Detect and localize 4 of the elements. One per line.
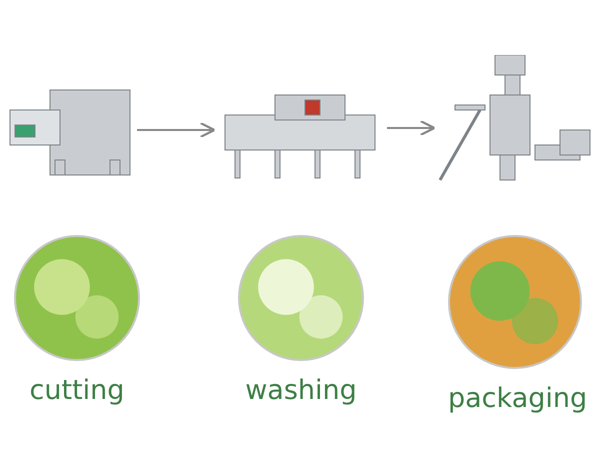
- arrow: [137, 122, 216, 138]
- step-label: washing: [244, 375, 358, 406]
- arrow: [387, 120, 436, 136]
- step-label: cutting: [28, 375, 126, 406]
